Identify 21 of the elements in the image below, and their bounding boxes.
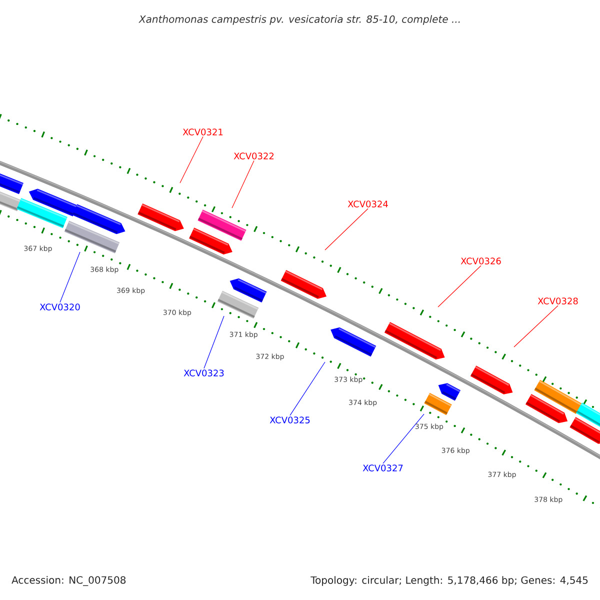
- footer-text: Accession: NC_007508: [12, 576, 126, 586]
- gene-label: XCV0326: [460, 258, 501, 264]
- gene-label: XCV0328: [538, 298, 578, 304]
- gene-label: XCV0321: [182, 128, 223, 136]
- gene-label: XCV0324: [348, 200, 388, 208]
- leader-line: [232, 160, 254, 208]
- footer-text: Topology: circular; Length: 5,178,466 bp; Genes: 4,545: [310, 576, 588, 586]
- leader-line: [438, 265, 482, 308]
- title: Xanthomonas campestris pv. vesicatoria str. 85-10, complete ...: [138, 15, 460, 25]
- leader-line: [290, 362, 326, 416]
- gene-label: XCV0323: [184, 370, 224, 376]
- gene-label: XCV0322: [234, 152, 274, 160]
- gene-label: XCV0325: [270, 416, 310, 424]
- leader-line: [180, 136, 204, 184]
- gene-label: XCV0320: [40, 304, 80, 310]
- gene-label: XCV0327: [362, 464, 403, 472]
- leader-line: [514, 305, 558, 348]
- leader-line: [324, 208, 368, 250]
- leader-line: [204, 316, 224, 369]
- leader-line: [382, 414, 424, 464]
- leader-line: [60, 252, 80, 303]
